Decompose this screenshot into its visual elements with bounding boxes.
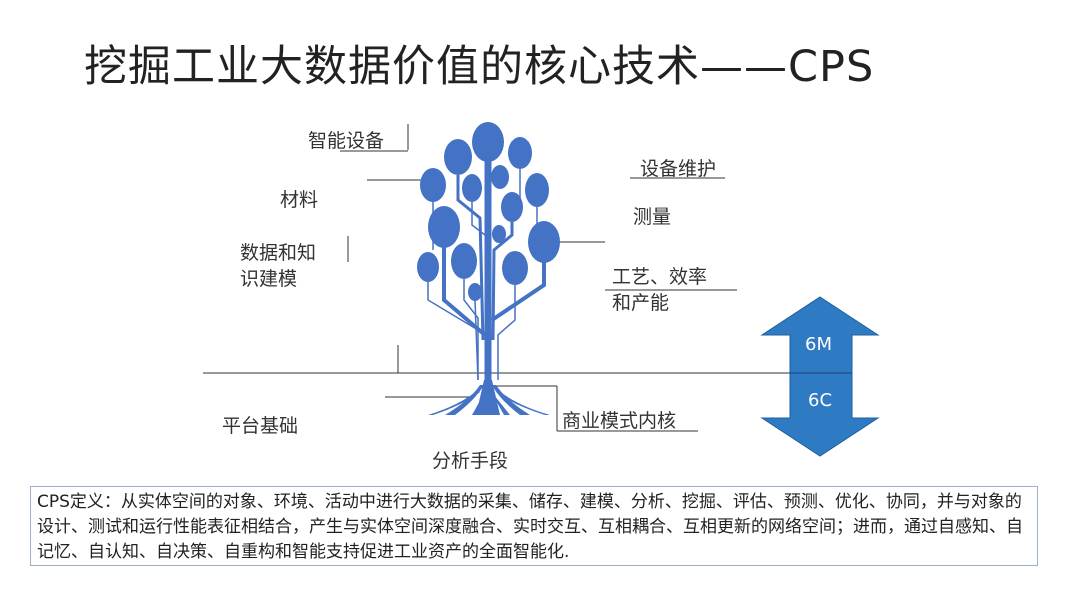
label-platform: 平台基础 bbox=[222, 415, 299, 437]
label-data-knowledge-2: 识建模 bbox=[240, 268, 298, 290]
leaf-node bbox=[525, 173, 549, 207]
double-arrow bbox=[760, 296, 880, 457]
tree-leaves bbox=[417, 122, 560, 301]
leaf-node bbox=[491, 165, 509, 189]
label-analysis: 分析手段 bbox=[432, 450, 509, 472]
label-process-efficiency-1: 工艺、效率 bbox=[612, 266, 708, 288]
label-process-efficiency-2: 和产能 bbox=[612, 292, 670, 314]
leaf-node bbox=[428, 206, 460, 248]
arrow-label-6m: 6M bbox=[805, 334, 832, 355]
leaf-node bbox=[508, 137, 532, 169]
leaf-node bbox=[502, 251, 528, 285]
label-materials: 材料 bbox=[280, 189, 319, 211]
tree-roots bbox=[428, 380, 550, 415]
arrow-label-6c: 6C bbox=[808, 390, 833, 411]
leaf-node bbox=[420, 168, 446, 202]
label-smart-devices: 智能设备 bbox=[308, 130, 385, 152]
tree-branches bbox=[427, 160, 546, 415]
label-measurement: 测量 bbox=[633, 206, 672, 228]
leaf-node bbox=[468, 283, 482, 301]
leaf-node bbox=[417, 252, 439, 282]
leaf-node bbox=[492, 225, 506, 243]
leaf-node bbox=[462, 174, 482, 202]
leaf-node bbox=[472, 122, 504, 162]
leaf-node bbox=[528, 221, 560, 263]
label-business-core: 商业模式内核 bbox=[562, 410, 677, 432]
slide-title: 挖掘工业大数据价值的核心技术——CPS bbox=[84, 42, 875, 92]
leaf-node bbox=[501, 192, 523, 222]
connector-lines bbox=[203, 124, 790, 432]
label-equipment-maintenance: 设备维护 bbox=[640, 158, 717, 180]
leaf-node bbox=[451, 243, 477, 279]
label-data-knowledge-1: 数据和知 bbox=[240, 242, 317, 264]
cps-definition-box: CPS定义：从实体空间的对象、环境、活动中进行大数据的采集、储存、建模、分析、挖… bbox=[30, 486, 1038, 566]
leaf-node bbox=[444, 139, 472, 175]
